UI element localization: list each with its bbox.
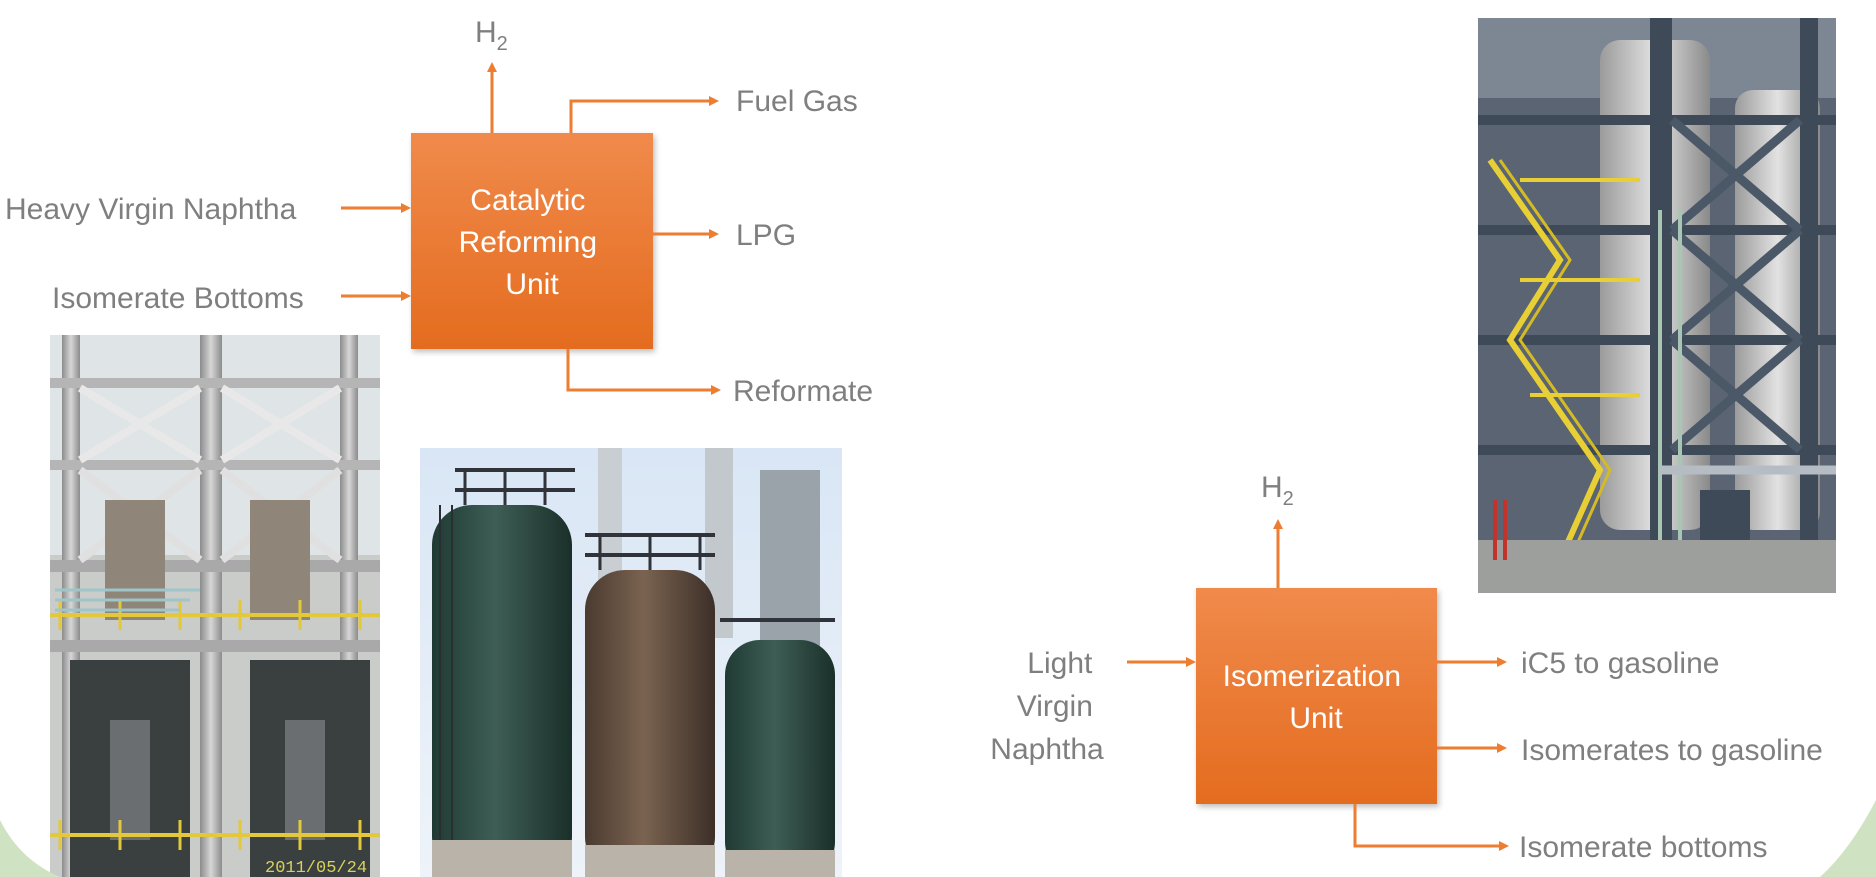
feed-label-heavy-virgin-naphtha: Heavy Virgin Naphtha xyxy=(5,193,297,226)
feed-arrowhead-light-naphtha xyxy=(1186,657,1196,667)
reactor-columns-photo xyxy=(1478,18,1836,593)
isomerization-unit-title: Isomerization Unit xyxy=(1223,660,1410,735)
product-label-reformate: Reformate xyxy=(733,375,873,408)
photo-date-stamp: 2011/05/24 xyxy=(265,859,367,877)
h2-arrowhead-reforming xyxy=(487,62,497,72)
refinery-structure-photo: 2011/05/24 xyxy=(50,335,380,877)
product-arrowhead-reformate xyxy=(711,385,721,395)
feed-label-isomerate-bottoms: Isomerate Bottoms xyxy=(52,282,304,315)
feed-label-light-virgin-naphtha: Light Virgin Naphtha xyxy=(990,647,1104,766)
isomerization-unit-box xyxy=(1196,588,1437,804)
product-arrowhead-fuel-gas xyxy=(709,96,719,106)
product-label-isomerate-bottoms: Isomerate bottoms xyxy=(1519,831,1767,864)
reforming-unit-title: Catalytic Reforming Unit xyxy=(459,184,606,301)
isomerization-unit: Isomerization Unit Light Virgin Naphtha … xyxy=(990,471,1823,864)
product-arrowhead-ic5 xyxy=(1497,657,1507,667)
reforming-unit: Catalytic Reforming Unit Heavy Virgin Na… xyxy=(5,16,873,408)
corner-accent-left xyxy=(0,820,60,877)
feed-arrowhead-isomerate-bottoms xyxy=(401,291,411,301)
reforming-h2-label: H2 xyxy=(475,16,508,55)
isomerization-title-line-2: Unit xyxy=(1289,702,1343,735)
product-label-lpg: LPG xyxy=(736,219,796,252)
isomerization-h2-label: H2 xyxy=(1261,471,1294,510)
product-arrowhead-isomerates xyxy=(1497,743,1507,753)
reforming-title-line-3: Unit xyxy=(505,268,559,301)
reforming-title-line-2: Reforming xyxy=(459,226,597,259)
product-arrowhead-lpg xyxy=(709,229,719,239)
reforming-unit-box xyxy=(411,133,653,349)
corner-accent-right xyxy=(1820,800,1876,877)
h2-arrowhead-isomerization xyxy=(1273,519,1283,529)
product-label-fuel-gas: Fuel Gas xyxy=(736,85,858,118)
product-arrow-fuel-gas xyxy=(569,99,710,133)
isomerization-title-line-1: Isomerization xyxy=(1223,660,1401,693)
product-label-isomerates-to-gasoline: Isomerates to gasoline xyxy=(1521,734,1823,767)
product-arrowhead-isomerate-bottoms xyxy=(1499,841,1509,851)
product-label-ic5-to-gasoline: iC5 to gasoline xyxy=(1521,647,1719,680)
storage-tanks-photo xyxy=(420,448,842,877)
product-arrow-reformate xyxy=(566,349,712,392)
reforming-title-line-1: Catalytic xyxy=(470,184,585,217)
product-arrow-isomerate-bottoms xyxy=(1353,804,1500,848)
feed-arrowhead-heavy-naphtha xyxy=(401,203,411,213)
